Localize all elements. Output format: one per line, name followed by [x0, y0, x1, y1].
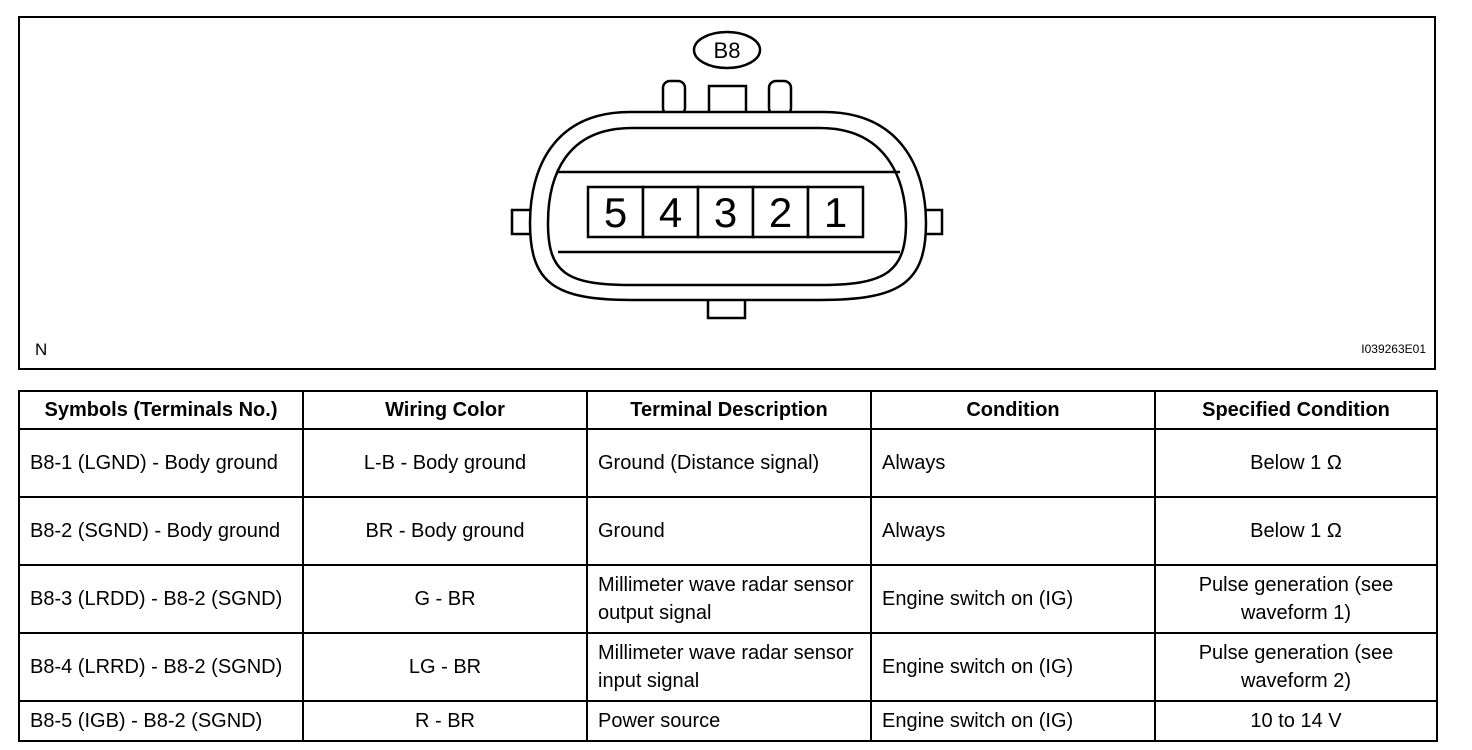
cell-specified-condition: 10 to 14 V: [1154, 700, 1438, 742]
pin-cell-4: [641, 185, 700, 239]
header-wiring-color: Wiring Color: [302, 390, 588, 430]
terminal-spec-table: Symbols (Terminals No.) Wiring Color Ter…: [18, 390, 1438, 742]
connector-label: B8: [714, 38, 741, 63]
corner-letter: N: [35, 340, 48, 359]
figure-id: I039263E01: [1361, 342, 1426, 356]
table-row: B8-3 (LRDD) - B8-2 (SGND) G - BR Millime…: [18, 564, 1438, 634]
cell-symbols: B8-2 (SGND) - Body ground: [18, 496, 304, 566]
pin-number-5: 5: [604, 189, 627, 236]
cell-symbols: B8-1 (LGND) - Body ground: [18, 428, 304, 498]
cell-symbols: B8-5 (IGB) - B8-2 (SGND): [18, 700, 304, 742]
connector-label-ellipse: [692, 30, 762, 70]
cell-specified-condition: Below 1 Ω: [1154, 428, 1438, 498]
pin-number-4: 4: [659, 189, 682, 236]
header-terminal-description: Terminal Description: [586, 390, 872, 430]
cell-wiring-color: R - BR: [302, 700, 588, 742]
cell-terminal-description: Millimeter wave radar sensor output sign…: [586, 564, 872, 634]
table-row: B8-1 (LGND) - Body ground L-B - Body gro…: [18, 428, 1438, 498]
connector-top-key: [707, 84, 748, 116]
table-row: B8-5 (IGB) - B8-2 (SGND) R - BR Power so…: [18, 700, 1438, 742]
pin-number-3: 3: [714, 189, 737, 236]
pin-cell-5: [586, 185, 645, 239]
cell-wiring-color: G - BR: [302, 564, 588, 634]
cell-specified-condition: Pulse generation (see waveform 2): [1154, 632, 1438, 702]
cell-symbols: B8-3 (LRDD) - B8-2 (SGND): [18, 564, 304, 634]
cell-terminal-description: Power source: [586, 700, 872, 742]
cell-condition: Engine switch on (IG): [870, 632, 1156, 702]
pin-cell-1: [806, 185, 865, 239]
pin-number-2: 2: [769, 189, 792, 236]
pin-cell-2: [751, 185, 810, 239]
cell-specified-condition: Below 1 Ω: [1154, 496, 1438, 566]
cell-wiring-color: BR - Body ground: [302, 496, 588, 566]
pin-number-1: 1: [824, 189, 847, 236]
cell-symbols: B8-4 (LRRD) - B8-2 (SGND): [18, 632, 304, 702]
table-row: B8-2 (SGND) - Body ground BR - Body grou…: [18, 496, 1438, 566]
connector-top-latch-right: [767, 79, 793, 117]
cell-condition: Engine switch on (IG): [870, 564, 1156, 634]
connector-top-latch-left: [661, 79, 687, 117]
cell-specified-condition: Pulse generation (see waveform 1): [1154, 564, 1438, 634]
cell-condition: Engine switch on (IG): [870, 700, 1156, 742]
cell-terminal-description: Ground (Distance signal): [586, 428, 872, 498]
table-row: B8-4 (LRRD) - B8-2 (SGND) LG - BR Millim…: [18, 632, 1438, 702]
cell-condition: Always: [870, 428, 1156, 498]
cell-condition: Always: [870, 496, 1156, 566]
cell-terminal-description: Ground: [586, 496, 872, 566]
header-symbols: Symbols (Terminals No.): [18, 390, 304, 430]
table-header-row: Symbols (Terminals No.) Wiring Color Ter…: [18, 390, 1438, 430]
cell-wiring-color: L-B - Body ground: [302, 428, 588, 498]
cell-terminal-description: Millimeter wave radar sensor input signa…: [586, 632, 872, 702]
header-specified-condition: Specified Condition: [1154, 390, 1438, 430]
header-condition: Condition: [870, 390, 1156, 430]
cell-wiring-color: LG - BR: [302, 632, 588, 702]
